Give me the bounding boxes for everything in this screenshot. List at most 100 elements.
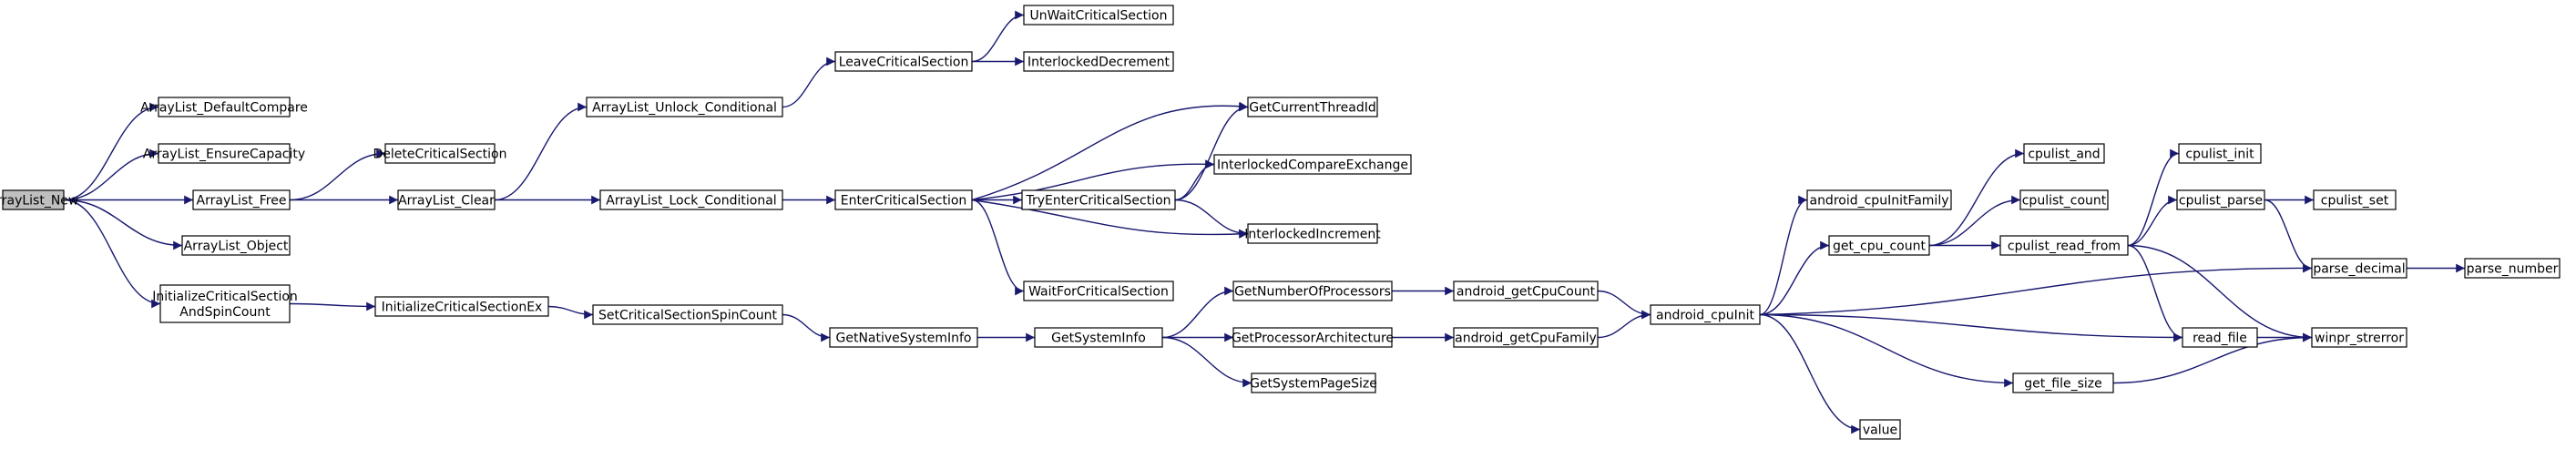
node-get-number-of-processors[interactable]: GetNumberOfProcessors [1232, 281, 1393, 301]
edge-android-cpu-init-to-read-file [1759, 313, 2183, 342]
node-box[interactable] [397, 189, 496, 210]
node-parse-decimal[interactable]: parse_decimal [2311, 258, 2407, 279]
node-label: EnterCriticalSection [841, 194, 967, 209]
node-cpulist-read-from[interactable]: cpulist_read_from [1999, 235, 2129, 256]
node-android-cpu-init-family[interactable]: android_cpuInitFamily [1806, 189, 1952, 210]
edge-cpulist-read-from-to-read-file [2127, 244, 2183, 342]
node-try-enter-critical-section[interactable]: TryEnterCriticalSection [1021, 189, 1176, 210]
node-label: ArrayList_Free [197, 194, 287, 209]
node-array-list-default-compare[interactable]: ArrayList_DefaultCompare [140, 97, 308, 117]
node-box[interactable] [2182, 327, 2258, 348]
node-wait-for-critical-section[interactable]: WaitForCriticalSection [1023, 281, 1174, 301]
node-box[interactable] [592, 304, 783, 325]
node-box[interactable] [2023, 143, 2105, 164]
node-box[interactable] [1034, 327, 1163, 348]
node-cpulist-set[interactable]: cpulist_set [2313, 189, 2397, 210]
node-array-list-free[interactable]: ArrayList_Free [192, 189, 291, 210]
node-box[interactable] [1247, 97, 1378, 117]
node-box[interactable] [1232, 281, 1393, 301]
node-label: GetSystemInfo [1051, 332, 1146, 346]
node-interlocked-compare-exchange[interactable]: InterlockedCompareExchange [1213, 154, 1412, 175]
node-cpulist-count[interactable]: cpulist_count [2019, 189, 2109, 210]
node-value[interactable]: value [1859, 419, 1901, 440]
node-get-current-thread-id[interactable]: GetCurrentThreadId [1247, 97, 1378, 117]
node-box[interactable] [374, 296, 549, 317]
node-box[interactable] [159, 284, 291, 323]
node-label: GetCurrentThreadId [1249, 101, 1376, 116]
edge-enter-critical-section-to-interlocked-compare-exchange [971, 159, 1215, 201]
node-box[interactable] [384, 143, 496, 164]
node-box[interactable] [1213, 154, 1412, 175]
node-get-processor-architecture[interactable]: GetProcessorArchitecture [1232, 327, 1394, 348]
node-box[interactable] [1828, 235, 1930, 256]
node-get-system-page-size[interactable]: GetSystemPageSize [1250, 372, 1377, 393]
node-parse-number[interactable]: parse_number [2464, 258, 2561, 279]
node-box[interactable] [2178, 143, 2262, 164]
node-box[interactable] [1453, 327, 1599, 348]
node-box[interactable] [2019, 189, 2109, 210]
node-box[interactable] [192, 189, 291, 210]
node-box[interactable] [1650, 304, 1761, 325]
node-array-list-clear[interactable]: ArrayList_Clear [397, 189, 496, 210]
node-box[interactable] [2176, 189, 2265, 210]
node-box[interactable] [1023, 51, 1174, 72]
node-box[interactable] [158, 143, 291, 164]
node-winpr-strerror[interactable]: winpr_strerror [2311, 327, 2407, 348]
node-box[interactable] [1023, 5, 1174, 26]
node-array-list-unlock-conditional[interactable]: ArrayList_Unlock_Conditional [586, 97, 783, 117]
node-interlocked-decrement[interactable]: InterlockedDecrement [1023, 51, 1174, 72]
node-android-cpu-init[interactable]: android_cpuInit [1650, 304, 1761, 325]
node-box[interactable] [1859, 419, 1901, 440]
node-box[interactable] [1232, 327, 1393, 348]
node-box[interactable] [586, 97, 783, 117]
node-array-list-object[interactable]: ArrayList_Object [181, 235, 291, 256]
node-read-file[interactable]: read_file [2182, 327, 2258, 348]
edge-array-list-clear-to-array-list-unlock-conditional [494, 102, 588, 201]
node-initialize-critical-section-ex[interactable]: InitializeCriticalSectionEx [374, 296, 549, 317]
node-box[interactable] [2012, 372, 2114, 393]
node-leave-critical-section[interactable]: LeaveCriticalSection [834, 51, 973, 72]
edge-try-enter-critical-section-to-get-current-thread-id [1174, 102, 1249, 201]
node-android-get-cpu-family[interactable]: android_getCpuFamily [1453, 327, 1599, 348]
node-label: WaitForCriticalSection [1028, 285, 1169, 300]
node-box[interactable] [1453, 281, 1599, 301]
node-cpulist-parse[interactable]: cpulist_parse [2176, 189, 2265, 210]
node-box[interactable] [829, 327, 978, 348]
node-delete-critical-section[interactable]: DeleteCriticalSection [373, 143, 507, 164]
node-get-file-size[interactable]: get_file_size [2012, 372, 2114, 393]
node-enter-critical-section[interactable]: EnterCriticalSection [834, 189, 973, 210]
node-cpulist-and[interactable]: cpulist_and [2023, 143, 2105, 164]
node-box[interactable] [1021, 189, 1176, 210]
node-box[interactable] [2311, 327, 2407, 348]
node-box[interactable] [2313, 189, 2397, 210]
node-box[interactable] [1999, 235, 2129, 256]
node-box[interactable] [599, 189, 783, 210]
node-get-system-info[interactable]: GetSystemInfo [1034, 327, 1163, 348]
node-box[interactable] [2311, 258, 2407, 279]
node-box[interactable] [1247, 223, 1378, 244]
node-label: DeleteCriticalSection [373, 148, 507, 162]
node-box[interactable] [2, 189, 65, 210]
node-box[interactable] [181, 235, 291, 256]
node-get-native-system-info[interactable]: GetNativeSystemInfo [829, 327, 978, 348]
node-box[interactable] [2464, 258, 2561, 279]
node-box[interactable] [1251, 372, 1376, 393]
node-box[interactable] [834, 189, 973, 210]
edge-array-list-new-to-array-list-object [63, 199, 183, 250]
node-box[interactable] [1023, 281, 1174, 301]
node-interlocked-increment[interactable]: InterlockedIncrement [1244, 223, 1381, 244]
node-android-get-cpu-count[interactable]: android_getCpuCount [1453, 281, 1599, 301]
node-box[interactable] [834, 51, 973, 72]
node-get-cpu-count[interactable]: get_cpu_count [1828, 235, 1930, 256]
node-box[interactable] [158, 97, 291, 117]
node-label: winpr_strerror [2315, 332, 2404, 346]
node-array-list-lock-conditional[interactable]: ArrayList_Lock_Conditional [599, 189, 783, 210]
node-array-list-new[interactable]: ArrayList_New [0, 189, 78, 210]
node-set-critical-section-spin-count[interactable]: SetCriticalSectionSpinCount [592, 304, 783, 325]
node-cpulist-init[interactable]: cpulist_init [2178, 143, 2262, 164]
node-array-list-ensure-capacity[interactable]: ArrayList_EnsureCapacity [143, 143, 305, 164]
node-box[interactable] [1806, 189, 1952, 210]
node-un-wait-critical-section[interactable]: UnWaitCriticalSection [1023, 5, 1174, 26]
